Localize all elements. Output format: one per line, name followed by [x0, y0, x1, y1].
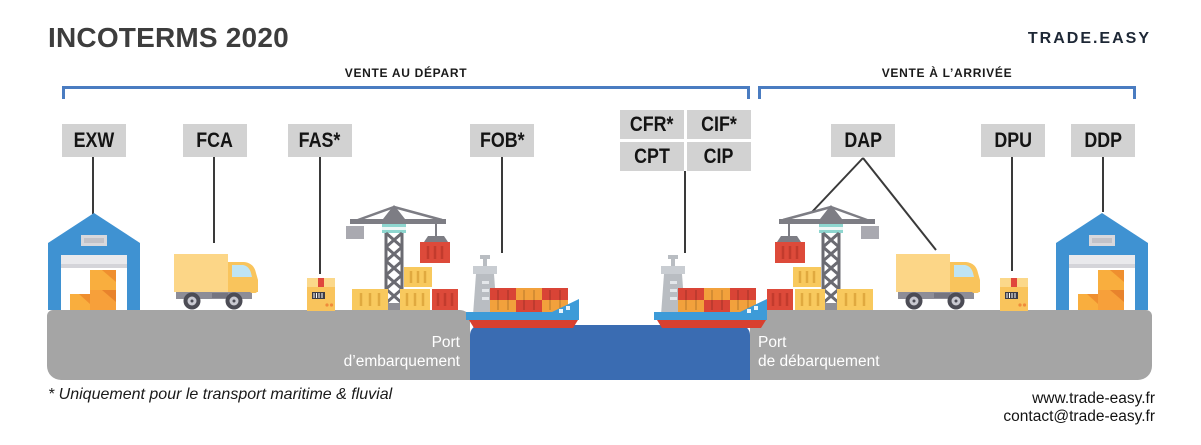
- term-label-cip: CIP: [704, 144, 734, 168]
- maritime-footnote: * Uniquement pour le transport maritime …: [48, 386, 393, 403]
- embarkment-port-line1: Port: [431, 334, 460, 351]
- leader-line-ddp: [1102, 157, 1104, 212]
- departure-bracket-label: VENTE AU DÉPART: [344, 66, 468, 80]
- term-box-cip: CIP: [687, 142, 751, 171]
- term-label-dpu: DPU: [994, 128, 1032, 152]
- term-label-cfr: CFR*: [630, 112, 674, 136]
- embarkment-port-line2: d’embarquement: [343, 353, 460, 370]
- term-box-fob: FOB*: [470, 124, 534, 157]
- term-box-fca: FCA: [183, 124, 247, 157]
- term-box-exw: EXW: [62, 124, 126, 157]
- term-label-ddp: DDP: [1084, 128, 1122, 152]
- departure-bracket: [62, 86, 750, 99]
- term-box-cpt: CPT: [620, 142, 684, 171]
- cargo-ship-icon: [466, 288, 579, 328]
- brand-logo: TRADE.EASY: [1027, 30, 1151, 47]
- debarkment-port-line1: Port: [758, 334, 787, 351]
- truck-icon: [896, 254, 980, 310]
- term-label-cpt: CPT: [634, 144, 670, 168]
- term-box-cif: CIF*: [687, 110, 751, 139]
- term-box-dpu: DPU: [981, 124, 1045, 157]
- sea-water: [470, 325, 750, 380]
- debarkment-quay: [750, 310, 1152, 380]
- contact-block: www.trade-easy.fr contact@trade-easy.fr: [1003, 390, 1155, 426]
- arrival-bracket-label: VENTE À L’ARRIVÉE: [881, 66, 1013, 80]
- contact-email: contact@trade-easy.fr: [1003, 408, 1155, 425]
- term-box-fas: FAS*: [288, 124, 352, 157]
- term-box-dap: DAP: [831, 124, 895, 157]
- debarkment-port-label: Port de débarquement: [758, 333, 958, 371]
- leader-line-fca: [213, 157, 215, 243]
- term-label-fca: FCA: [196, 128, 234, 152]
- term-label-cif: CIF*: [701, 112, 737, 136]
- arrival-bracket: [758, 86, 1136, 99]
- embarkment-quay: [47, 310, 470, 380]
- warehouse-icon: [48, 213, 140, 310]
- term-label-dap: DAP: [844, 128, 882, 152]
- leader-lines-dap: [811, 157, 937, 251]
- crane-icon: [767, 205, 879, 310]
- term-label-exw: EXW: [73, 128, 115, 152]
- term-label-fas: FAS*: [299, 128, 341, 152]
- term-label-fob: FOB*: [479, 128, 525, 152]
- truck-icon: [174, 254, 258, 310]
- package-icon: [1000, 278, 1028, 311]
- page-title: INCOTERMS 2020: [48, 22, 289, 53]
- debarkment-port-line2: de débarquement: [758, 353, 880, 370]
- leader-line-fob: [501, 157, 503, 253]
- cargo-ship-icon: [654, 288, 767, 328]
- embarkment-port-label: Port d’embarquement: [280, 333, 460, 371]
- leader-line-exw: [92, 157, 94, 214]
- term-box-cfr: CFR*: [620, 110, 684, 139]
- warehouse-icon: [1056, 213, 1148, 310]
- leader-line-dpu: [1011, 157, 1013, 271]
- website-url: www.trade-easy.fr: [1032, 390, 1155, 407]
- term-grid-cfr-cif-cpt-cip: CFR* CIF* CPT CIP: [620, 110, 751, 171]
- term-box-ddp: DDP: [1071, 124, 1135, 157]
- package-icon: [307, 278, 335, 311]
- leader-line-fas: [319, 157, 321, 274]
- crane-icon: [346, 205, 458, 310]
- leader-line-cfr-grid: [684, 171, 686, 253]
